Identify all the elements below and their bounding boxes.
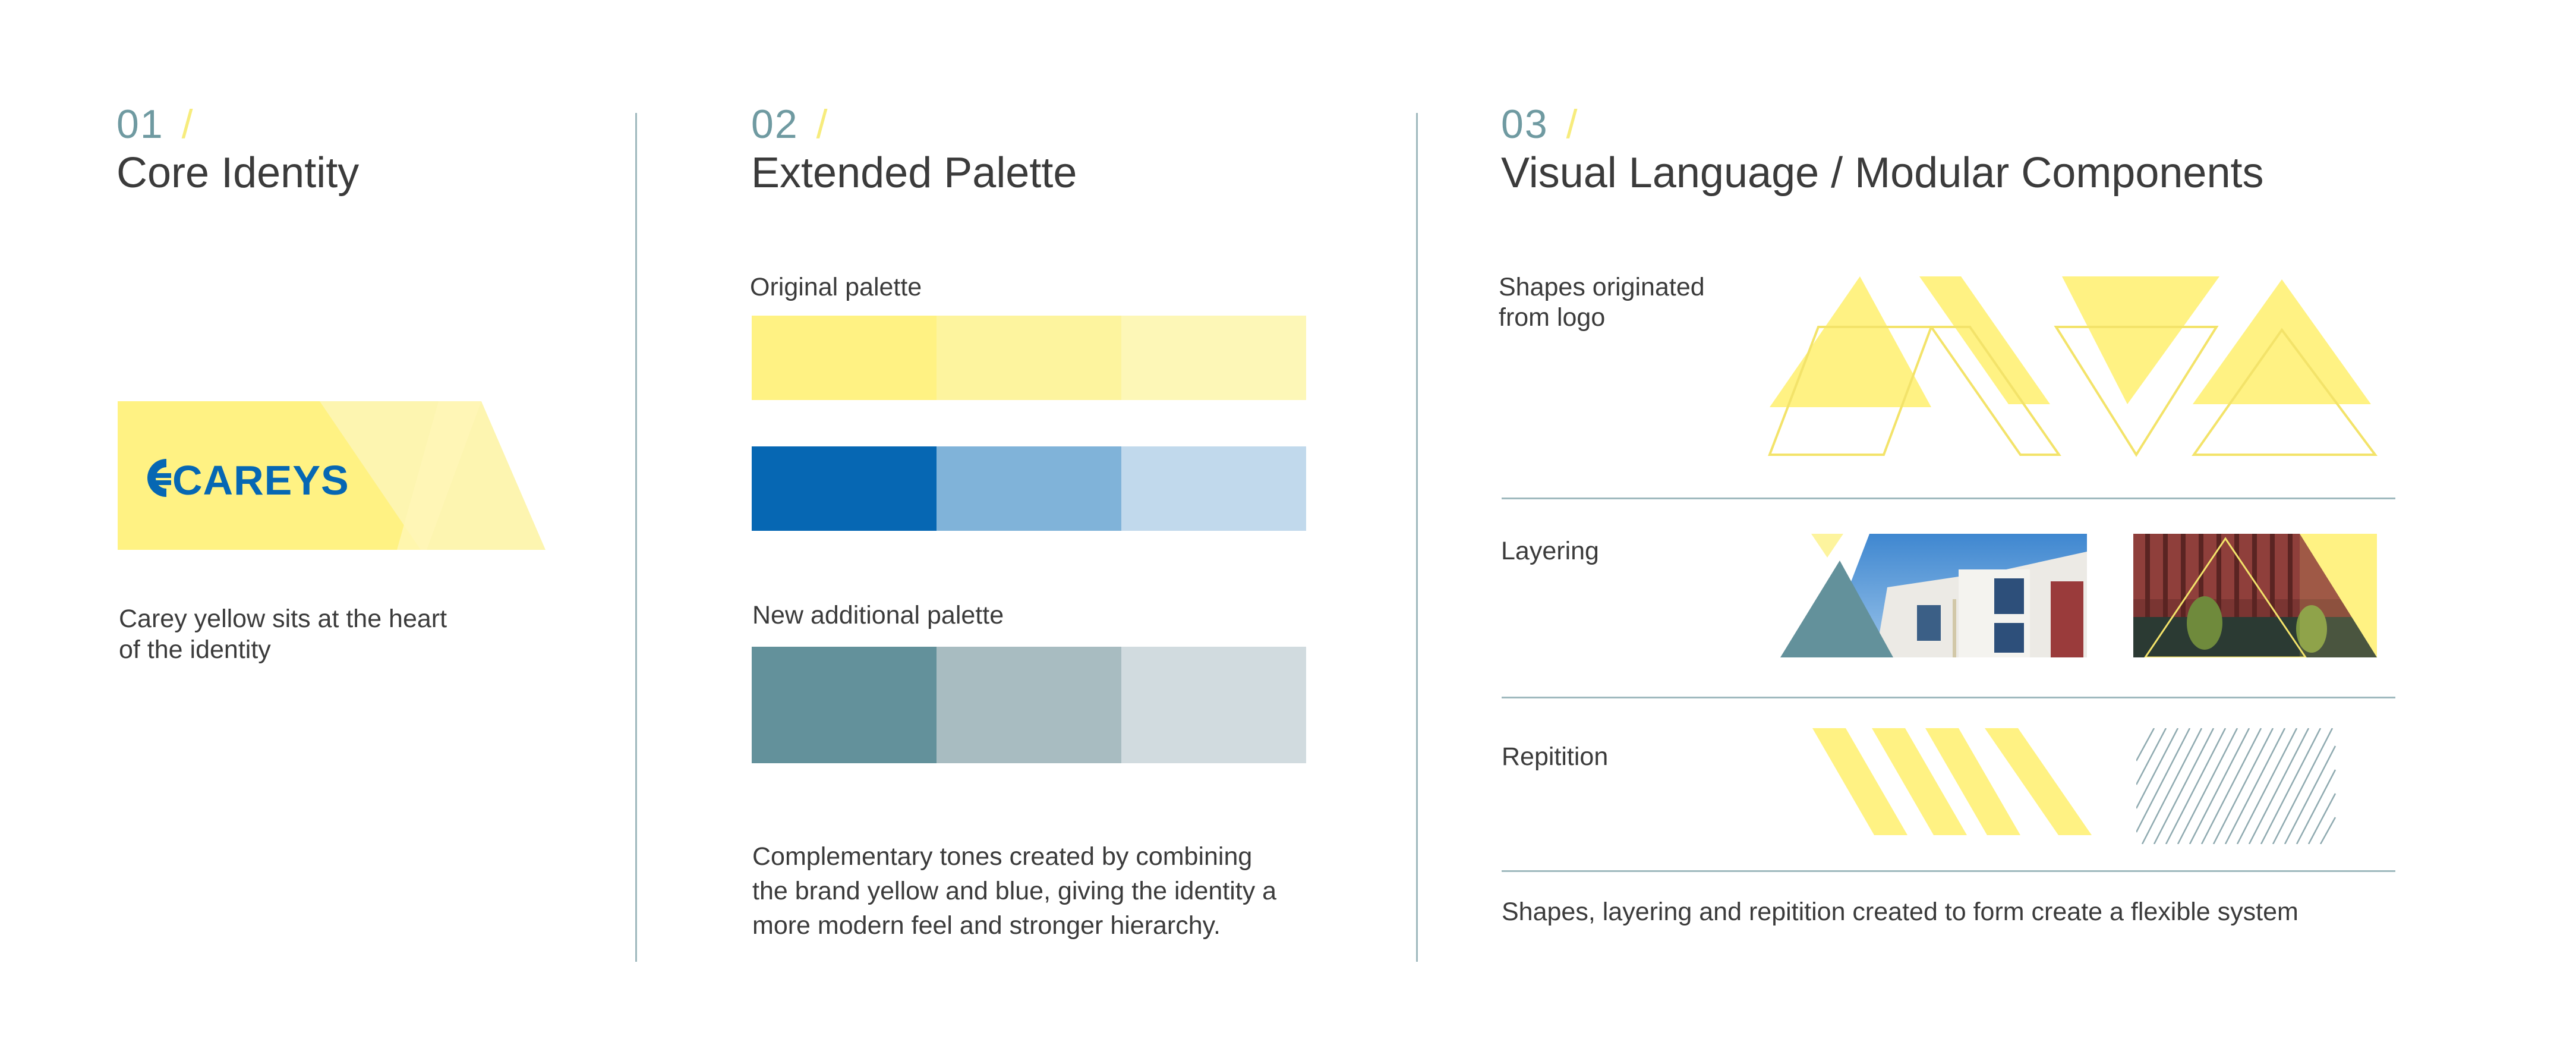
careys-logo-banner: CAREYS (118, 401, 546, 550)
shapes-label: Shapes originated from logo (1499, 272, 1705, 333)
section-slash: / (816, 102, 829, 147)
palette-description: Complementary tones created by combining… (752, 839, 1276, 943)
repetition-stripes-yellow (1812, 728, 2092, 835)
row-divider (1502, 498, 2395, 499)
description-line: Complementary tones created by combining (752, 842, 1253, 871)
building-photo-graphic (1780, 534, 2087, 657)
layering-photo-facade (2133, 534, 2377, 657)
logo-banner-shapes (118, 401, 546, 550)
section-slash: / (1566, 102, 1579, 147)
new-palette-label: New additional palette (752, 601, 1004, 629)
facade-photo-graphic (2133, 534, 2377, 657)
palette-swatch (1121, 446, 1306, 531)
section-title: Visual Language / Modular Components (1501, 149, 2264, 197)
row-divider (1502, 870, 2395, 872)
palette-swatch (752, 647, 937, 763)
section-number: 03/ (1501, 102, 1579, 147)
visual-language-footer: Shapes, layering and repitition created … (1502, 898, 2298, 926)
palette-swatch (937, 316, 1121, 400)
description-line: more modern feel and stronger hierarchy. (752, 911, 1221, 940)
repetition-hatch-lines (2136, 728, 2337, 844)
layering-photo-building (1780, 534, 2087, 657)
section-03-header: 03/ Visual Language / Modular Components (1501, 101, 2264, 197)
logo-shapes-illustration (1768, 276, 2378, 457)
section-02-header: 02/ Extended Palette (751, 101, 1077, 197)
section-01-header: 01/ Core Identity (116, 101, 359, 197)
description-line: of the identity (119, 635, 271, 664)
palette-swatch (752, 446, 937, 531)
label-line: from logo (1499, 303, 1606, 332)
section-title: Extended Palette (751, 149, 1077, 197)
palette-swatch (1121, 647, 1306, 763)
column-divider (635, 113, 637, 962)
original-palette-label: Original palette (750, 273, 922, 301)
palette-swatch (1121, 316, 1306, 400)
palette-swatch (752, 316, 937, 400)
row-divider (1502, 697, 2395, 698)
core-identity-description: Carey yellow sits at the heart of the id… (119, 603, 447, 665)
section-number: 01/ (116, 102, 194, 147)
description-line: Carey yellow sits at the heart (119, 605, 447, 633)
column-divider (1416, 113, 1418, 962)
repetition-label: Repitition (1502, 742, 1609, 771)
careys-logo-icon (147, 459, 171, 497)
layering-label: Layering (1501, 537, 1599, 565)
label-line: Shapes originated (1499, 273, 1705, 301)
description-line: the brand yellow and blue, giving the id… (752, 877, 1277, 905)
palette-swatch (937, 647, 1121, 763)
section-title: Core Identity (116, 149, 360, 197)
palette-swatch (937, 446, 1121, 531)
section-number: 02/ (751, 102, 829, 147)
section-slash: / (181, 102, 194, 147)
logo-wordmark: CAREYS (172, 457, 349, 503)
